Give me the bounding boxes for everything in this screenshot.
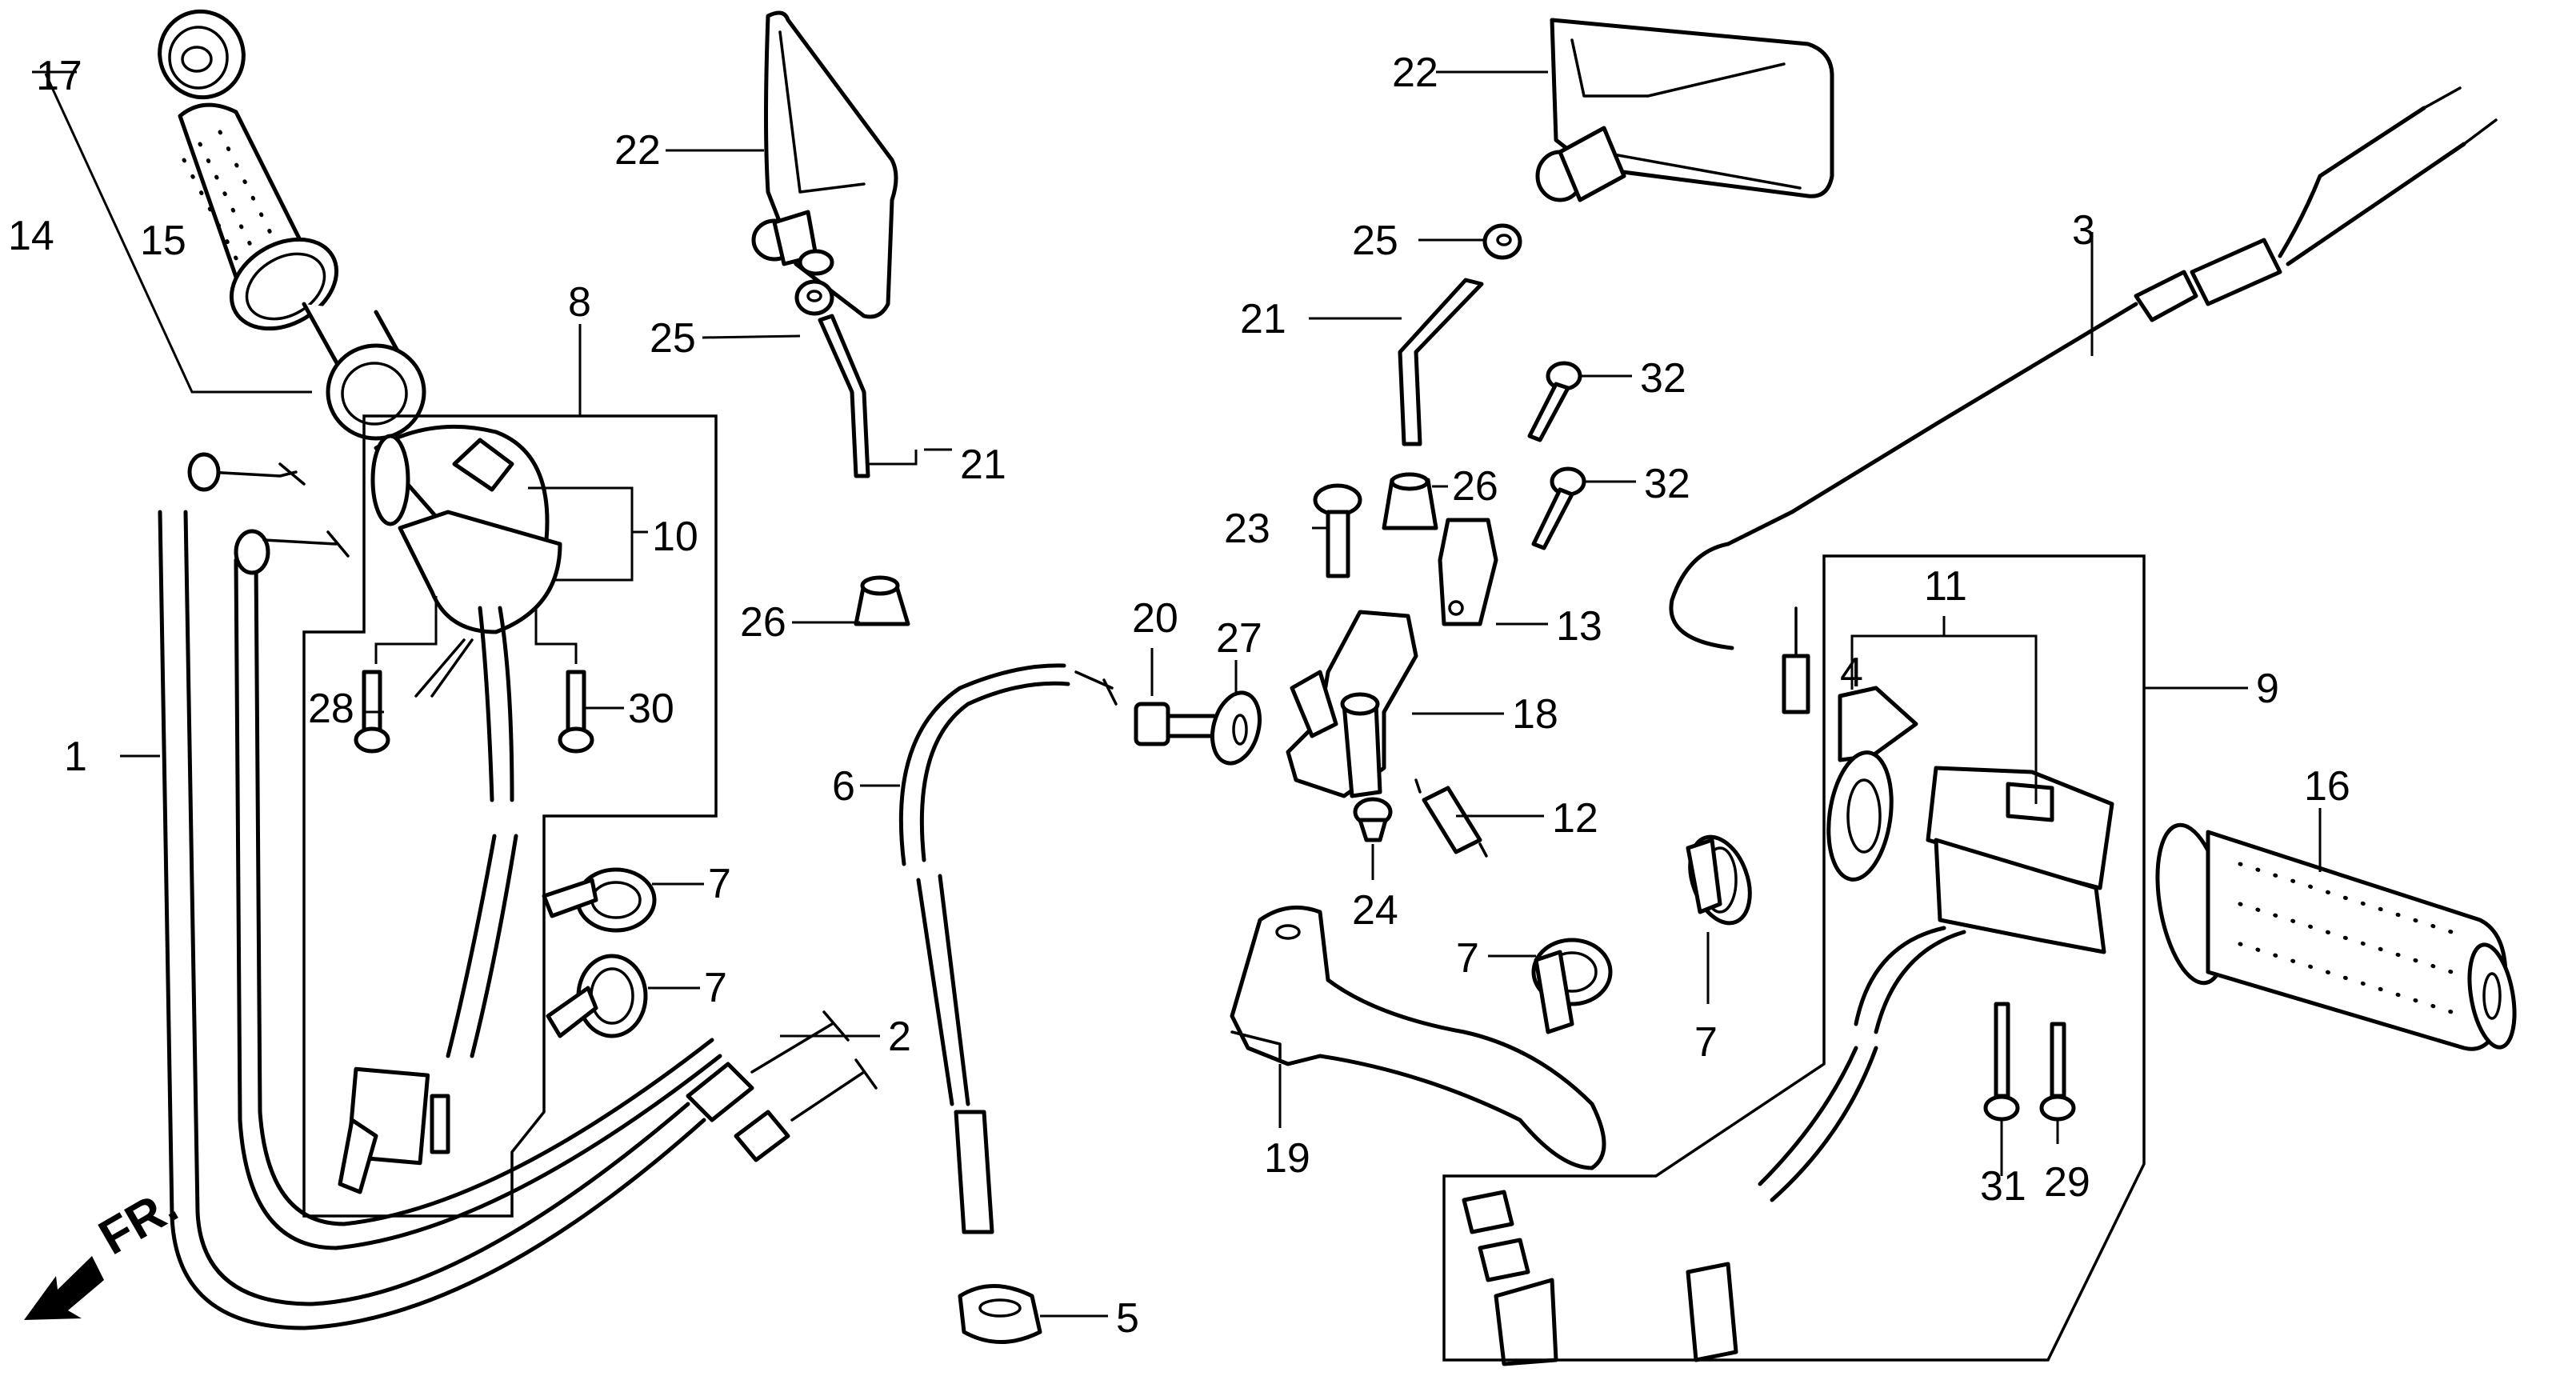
- choke-cable-3: [1669, 86, 2498, 714]
- callout-22b: 22: [1392, 50, 1438, 96]
- callout-7b: 7: [704, 965, 727, 1011]
- callout-11: 11: [1924, 563, 1967, 610]
- callout-4: 4: [1840, 650, 1863, 696]
- callout-15: 15: [140, 218, 186, 264]
- clutch-cable-6: [898, 663, 1118, 1234]
- callout-27: 27: [1216, 615, 1262, 662]
- mirror-22-left: [751, 10, 898, 319]
- callout-5: 5: [1116, 1295, 1139, 1342]
- screw-28: [354, 670, 390, 754]
- choke-lever-4: [1826, 686, 1918, 882]
- callout-19: 19: [1264, 1135, 1310, 1182]
- callout-12: 12: [1552, 795, 1598, 842]
- pivot-bolt-23: [1313, 483, 1362, 578]
- cable-clamp-7c: [1686, 834, 1752, 926]
- box-9: [1442, 554, 2146, 1362]
- box-8: [302, 414, 718, 1218]
- callout-28: 28: [308, 686, 354, 732]
- left-switch-harness: [338, 834, 518, 1194]
- callout-29: 29: [2044, 1159, 2090, 1206]
- callout-26a: 26: [740, 599, 786, 646]
- callout-14: 14: [8, 213, 54, 259]
- callout-32a: 32: [1640, 355, 1686, 402]
- clutch-lever-19: [1230, 905, 1606, 1170]
- mirror-nut-25-right: [1482, 223, 1522, 260]
- clutch-switch-12: [1414, 778, 1488, 858]
- callout-25a: 25: [650, 315, 696, 362]
- nut-24: [1353, 797, 1393, 842]
- clutch-lever-bracket-18: [1286, 610, 1418, 798]
- front-direction-indicator: FR.: [24, 1178, 186, 1320]
- callout-8: 8: [568, 279, 591, 326]
- mirror-nut-25-left: [794, 279, 834, 316]
- mirror-stay-nut-26-left: [854, 575, 910, 626]
- callout-2: 2: [888, 1014, 911, 1060]
- callout-6: 6: [832, 763, 855, 810]
- callout-7a: 7: [708, 861, 731, 907]
- boot-5: [958, 1284, 1042, 1344]
- callout-24: 24: [1352, 887, 1398, 934]
- callout-7d: 7: [1456, 935, 1479, 982]
- callout-22a: 22: [614, 127, 661, 174]
- callout-9: 9: [2256, 666, 2279, 712]
- mirror-stay-21-right: [1398, 278, 1484, 446]
- left-switch-housing-10: [370, 424, 562, 802]
- cable-clamp-7a: [542, 867, 657, 933]
- mirror-22-right: [1535, 18, 1834, 202]
- callout-26b: 26: [1452, 463, 1498, 510]
- right-switch-housing-11: [1926, 766, 2114, 954]
- callout-31: 31: [1980, 1163, 2026, 1210]
- callout-23: 23: [1224, 506, 1270, 552]
- callout-7c: 7: [1694, 1019, 1718, 1066]
- callout-17: 17: [36, 53, 82, 99]
- callout-3: 3: [2072, 207, 2095, 254]
- callout-18: 18: [1512, 691, 1558, 738]
- grip-end-17: [158, 9, 246, 100]
- lever-holder-13: [1438, 518, 1498, 626]
- front-arrow-icon: [24, 1256, 104, 1320]
- cable-clamp-7d: [1531, 938, 1613, 1034]
- bracket-14: [32, 70, 312, 394]
- throttle-cable-2: [234, 529, 878, 1250]
- mirror-stay-21-left: [818, 314, 870, 478]
- screw-31: [1983, 1002, 2020, 1122]
- callout-30: 30: [628, 686, 674, 732]
- screw-30: [558, 670, 594, 754]
- callout-32b: 32: [1644, 461, 1690, 507]
- callout-10: 10: [652, 514, 698, 560]
- bolt-32b: [1531, 466, 1586, 550]
- screw-29: [2039, 1022, 2076, 1122]
- callout-13: 13: [1556, 603, 1602, 650]
- callout-21b: 21: [1240, 296, 1286, 342]
- mirror-stay-nut-26-right: [1382, 472, 1438, 530]
- callout-16: 16: [2304, 763, 2350, 810]
- throttle-grip-15: [178, 102, 426, 441]
- right-switch-harness: [1462, 926, 1966, 1366]
- bolt-32a: [1527, 361, 1582, 442]
- callout-21a: 21: [960, 442, 1006, 488]
- cable-clamp-7b: [546, 954, 648, 1038]
- lock-nut-27: [1210, 690, 1262, 766]
- left-grip-16: [2155, 822, 2517, 1051]
- callout-1: 1: [64, 734, 87, 780]
- callout-20: 20: [1132, 595, 1178, 642]
- adjuster-bolt-20: [1134, 702, 1226, 746]
- callout-25b: 25: [1352, 218, 1398, 264]
- throttle-cable-1: [158, 452, 706, 1330]
